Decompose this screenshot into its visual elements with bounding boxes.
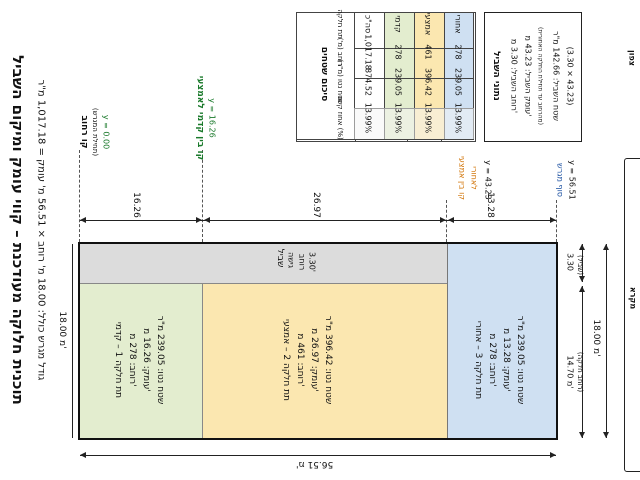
width-right-label: 18.00 מ'	[591, 319, 601, 357]
line-lot-end	[556, 200, 557, 242]
page-subtitle: גודל מגרש כולל: 18.00 מ' רוחב × 56.51 מ'…	[35, 79, 47, 381]
parcel-front-depth: עומק: 16.26 מ'	[141, 328, 151, 392]
path-label-1: שביל	[275, 248, 285, 268]
summary-r1-name: אמצעי	[423, 12, 433, 36]
dim-width-left	[72, 244, 73, 438]
path-width-sub: (שביל)	[576, 254, 584, 276]
dim-right-lot	[582, 286, 583, 438]
parcel-rear-width: רוחב: 278 מ'	[487, 333, 497, 387]
path-info-line2: עומק השביל: 43.23 מ'	[523, 35, 533, 117]
summary-hdr-pct: אחוז קיזוז (%)	[336, 96, 344, 140]
summary-r1-pct: 13.99%	[423, 102, 433, 134]
parcel-rear-area: שטח נטו: 239.05 מ"ר	[515, 315, 525, 405]
path-info-line3: (מהרחוב עד תחילת החלקה האחורית)	[536, 27, 544, 125]
legend-box	[624, 158, 640, 472]
parcel-rear	[447, 244, 556, 438]
total-depth-label: 56.51 מ'	[296, 459, 334, 469]
summary-r0-name: קדמי	[393, 15, 403, 33]
street-line-sub: (תחילת המגרש)	[91, 107, 99, 157]
mid-rear-line-sub: לאחורי	[469, 166, 479, 190]
lot-end-y: y = 56.51	[567, 160, 577, 200]
parcel-front-area: שטח נטו: 239.05 מ"ר	[155, 315, 165, 405]
summary-r2-width: 278	[453, 44, 463, 60]
path-label-2: גישה	[286, 252, 296, 268]
width-top-label: 18.00 מ'	[57, 311, 67, 349]
summary-r0-area: 239.05	[393, 68, 403, 96]
path-label-4: 3.30'	[307, 251, 317, 273]
street-line-y: y = 0.00	[101, 114, 111, 150]
line-mid-rear	[446, 200, 447, 242]
summary-total-area: 874.52	[363, 68, 373, 96]
dim-depth-bottom	[80, 455, 556, 456]
access-path	[80, 244, 447, 284]
dim-line-top	[80, 220, 556, 221]
summary-r2-name: אחורי	[453, 14, 463, 34]
path-width-dim: 3.30	[565, 253, 575, 271]
dim-seg2: 26.97	[311, 192, 321, 218]
front-mid-line-label: קו בין קדמי לאמצעי	[195, 75, 205, 161]
summary-total-width: 1,017.18	[363, 34, 373, 70]
path-label-3: רוחב	[297, 253, 307, 271]
path-info-line5: (3.30 × 43.23)	[565, 46, 575, 106]
front-mid-line-y: y = 16.26	[207, 98, 217, 138]
parcel-rear-depth: עומק: 13.28 מ'	[501, 328, 511, 392]
dim-seg1: 16.26	[131, 192, 141, 218]
parcel-middle-depth: עומק: 26.97 מ'	[309, 328, 319, 392]
summary-r1-area: 396.42	[423, 68, 433, 96]
street-line-label: קו רחוב	[79, 115, 89, 149]
path-info-line4: שטח השביל: 142.66 מ"ר	[551, 31, 561, 121]
summary-r1-width: 461	[423, 44, 433, 60]
summary-r2-area: 239.05	[453, 68, 463, 96]
summary-total-pct: 13.99%	[363, 102, 373, 134]
parcel-rear-name: תת חלקה 3 – אחורי	[473, 320, 483, 400]
line-street	[79, 150, 80, 242]
compass-label: צפון	[627, 50, 637, 66]
parcel-front	[80, 284, 203, 438]
path-info-box	[484, 12, 582, 142]
lot-width-dim: 14.70 מ'	[565, 355, 575, 389]
summary-r0-pct: 13.99%	[393, 102, 403, 134]
parcel-front-name: תת חלקה 1 – קדמי	[113, 321, 123, 399]
page-title: תוכנית חלוקה מעודכנת – קווי עומק ומיקום …	[9, 55, 27, 405]
legend-title: מקרא	[628, 286, 638, 310]
summary-r0-width: 278	[393, 44, 403, 60]
lot-plan	[78, 242, 558, 440]
path-info-line1: רוחב השביל: 3.30 מ'	[509, 38, 519, 114]
mid-rear-line-y: y = 43.23	[483, 160, 493, 200]
summary-grid	[296, 12, 474, 140]
path-info-title: נתוני השביל	[491, 51, 501, 101]
parcel-middle-name: תת חלקה 2 – אמצעי	[281, 319, 291, 401]
parcel-middle-area: שטח נטו: 396.42 מ"ר	[323, 315, 333, 405]
summary-total-name: סה"כ	[363, 14, 373, 34]
mid-rear-line-label: קו בין אמצעי	[457, 156, 467, 200]
lot-end-label: סוף מגרש	[555, 163, 565, 197]
dim-right-path	[582, 244, 583, 282]
summary-hdr-parcel: תת חלקה	[336, 9, 344, 39]
parcel-middle-width: רוחב: 461 מ'	[295, 333, 305, 387]
parcel-middle	[203, 284, 447, 438]
summary-r2-pct: 13.99%	[453, 102, 463, 134]
line-front-mid	[202, 150, 203, 242]
dim-total-width-right	[606, 244, 607, 438]
summary-title: סיכום שטחים	[319, 46, 329, 102]
parcel-front-width: רוחב: 278 מ'	[127, 333, 137, 387]
lot-width-sub: (רוחב חלקה)	[576, 351, 584, 393]
